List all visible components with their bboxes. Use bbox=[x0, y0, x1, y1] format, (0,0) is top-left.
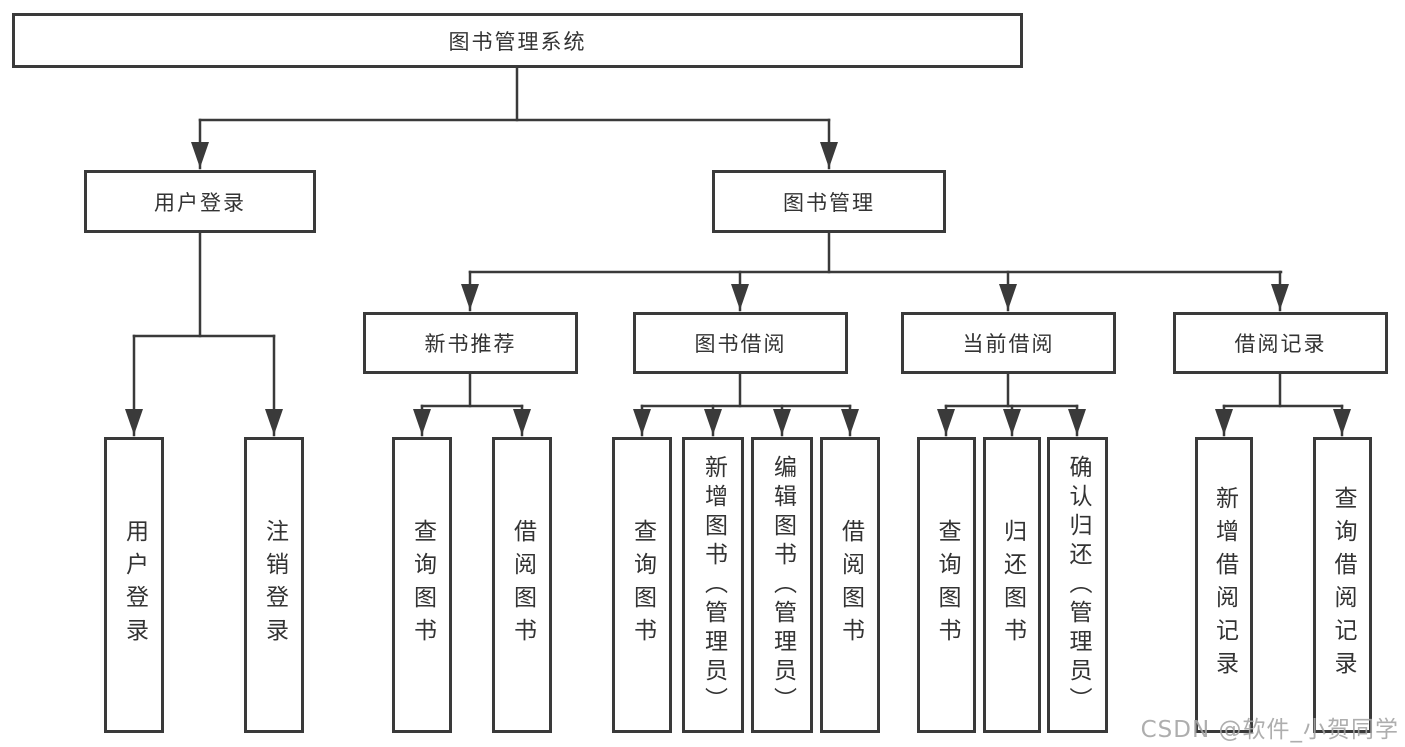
leaf-confirm-return-admin-label: 确认归还（管理员） bbox=[1065, 454, 1091, 716]
node-book-borrow-label: 图书借阅 bbox=[694, 332, 787, 356]
node-borrow-record-label: 借阅记录 bbox=[1234, 332, 1327, 356]
leaf-logout-label: 注销登录 bbox=[261, 519, 288, 651]
node-root: 图书管理系统 bbox=[12, 13, 1023, 68]
leaf-return-book: 归还图书 bbox=[983, 437, 1041, 733]
leaf-add-book-admin: 新增图书（管理员） bbox=[682, 437, 744, 733]
node-borrow-record: 借阅记录 bbox=[1173, 312, 1388, 374]
node-new-book: 新书推荐 bbox=[363, 312, 578, 374]
leaf-borrow-book-label: 借阅图书 bbox=[837, 519, 864, 651]
leaf-return-book-label: 归还图书 bbox=[999, 519, 1026, 651]
leaf-add-record: 新增借阅记录 bbox=[1195, 437, 1253, 733]
leaf-confirm-return-admin: 确认归还（管理员） bbox=[1047, 437, 1108, 733]
csdn-watermark: CSDN @软件_小贺同学 bbox=[1140, 717, 1399, 743]
node-book-borrow: 图书借阅 bbox=[633, 312, 848, 374]
leaf-edit-book-admin-label: 编辑图书（管理员） bbox=[769, 454, 796, 716]
leaf-new-book-borrow: 借阅图书 bbox=[492, 437, 552, 733]
leaf-edit-book-admin: 编辑图书（管理员） bbox=[751, 437, 813, 733]
node-current-borrow: 当前借阅 bbox=[901, 312, 1116, 374]
leaf-borrow-book: 借阅图书 bbox=[820, 437, 880, 733]
node-user-login-label: 用户登录 bbox=[154, 190, 246, 215]
leaf-query-record-label: 查询借阅记录 bbox=[1330, 486, 1356, 684]
leaf-add-record-label: 新增借阅记录 bbox=[1211, 486, 1238, 684]
leaf-new-book-query: 查询图书 bbox=[392, 437, 452, 733]
node-book-mgmt-label: 图书管理 bbox=[783, 190, 875, 215]
leaf-borrow-query: 查询图书 bbox=[612, 437, 672, 733]
leaf-borrow-query-label: 查询图书 bbox=[629, 519, 656, 651]
leaf-query-record: 查询借阅记录 bbox=[1313, 437, 1372, 733]
leaf-current-query: 查询图书 bbox=[917, 437, 976, 733]
node-root-label: 图书管理系统 bbox=[448, 29, 587, 54]
leaf-user-login-label: 用户登录 bbox=[121, 519, 148, 651]
leaf-add-book-admin-label: 新增图书（管理员） bbox=[700, 454, 727, 716]
leaf-new-book-borrow-label: 借阅图书 bbox=[509, 519, 536, 651]
leaf-user-login: 用户登录 bbox=[104, 437, 164, 733]
node-book-mgmt: 图书管理 bbox=[712, 170, 946, 233]
node-new-book-label: 新书推荐 bbox=[424, 332, 517, 356]
leaf-current-query-label: 查询图书 bbox=[934, 519, 960, 651]
node-user-login: 用户登录 bbox=[84, 170, 316, 233]
leaf-new-book-query-label: 查询图书 bbox=[409, 519, 436, 651]
leaf-logout: 注销登录 bbox=[244, 437, 304, 733]
node-current-borrow-label: 当前借阅 bbox=[962, 332, 1055, 356]
